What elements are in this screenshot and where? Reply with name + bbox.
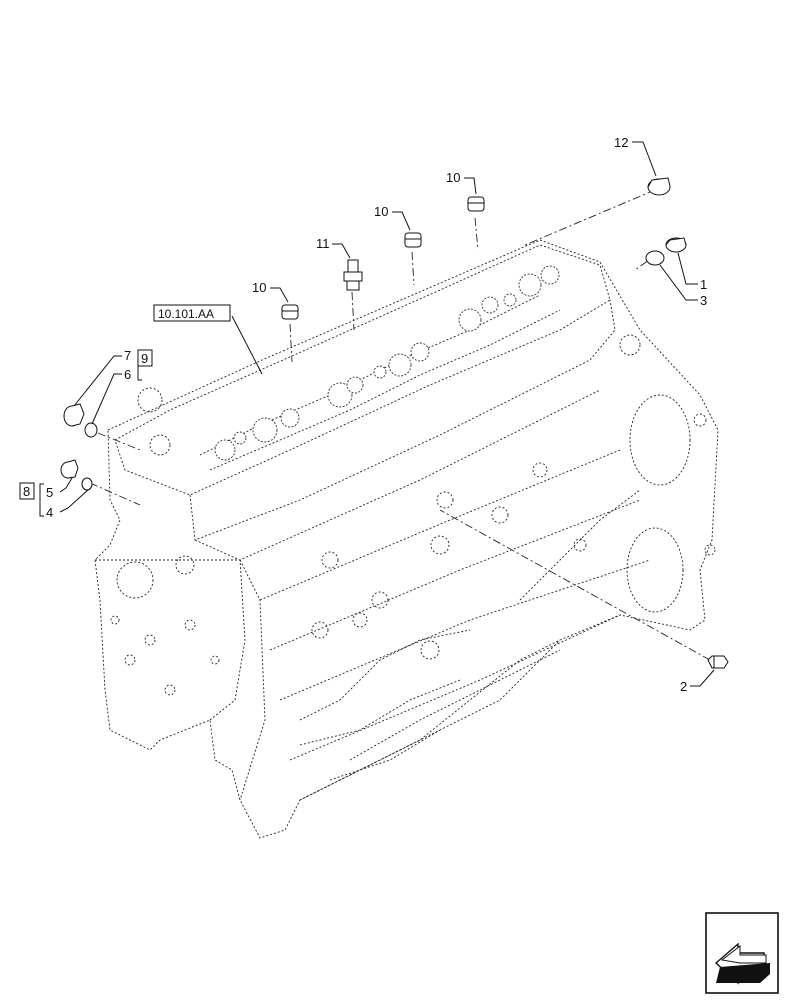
- part-4-oring: [81, 477, 93, 491]
- next-page-arrow-icon[interactable]: [705, 912, 779, 994]
- reference-link[interactable]: 10.101.AA: [153, 304, 231, 322]
- callout-4: 4: [46, 505, 53, 520]
- callout-5: 5: [46, 485, 53, 500]
- callout-2: 2: [680, 679, 687, 694]
- callout-12: 12: [614, 135, 628, 150]
- callout-9-box: 9: [137, 349, 153, 367]
- part-10-plug-b: [404, 232, 422, 248]
- part-10-plug-c: [467, 196, 485, 212]
- bracket-5-4: [39, 483, 44, 517]
- part-11-sensor: [343, 259, 363, 291]
- part-3-oring: [645, 250, 665, 266]
- part-10-plug-a: [281, 304, 299, 320]
- part-2-plug: [707, 655, 729, 669]
- part-7-plug: [63, 403, 85, 427]
- callout-6: 6: [124, 367, 131, 382]
- callout-3: 3: [700, 293, 707, 308]
- callout-8-box: 8: [19, 482, 35, 500]
- part-5-plug: [60, 459, 79, 479]
- part-12-plug: [647, 177, 671, 196]
- engine-block: [94, 239, 719, 839]
- callout-7: 7: [124, 348, 131, 363]
- callout-9: 9: [141, 351, 148, 366]
- leader-lines: [59, 141, 715, 687]
- centerlines: [89, 189, 711, 661]
- callout-10-c: 10: [446, 170, 460, 185]
- callout-11: 11: [316, 236, 330, 251]
- part-1-plug: [665, 237, 687, 253]
- callout-10-a: 10: [252, 280, 266, 295]
- reference-label[interactable]: 10.101.AA: [158, 307, 214, 321]
- callout-8: 8: [23, 484, 30, 499]
- callout-10-b: 10: [374, 204, 388, 219]
- callout-1: 1: [700, 277, 707, 292]
- part-6-oring: [84, 422, 98, 438]
